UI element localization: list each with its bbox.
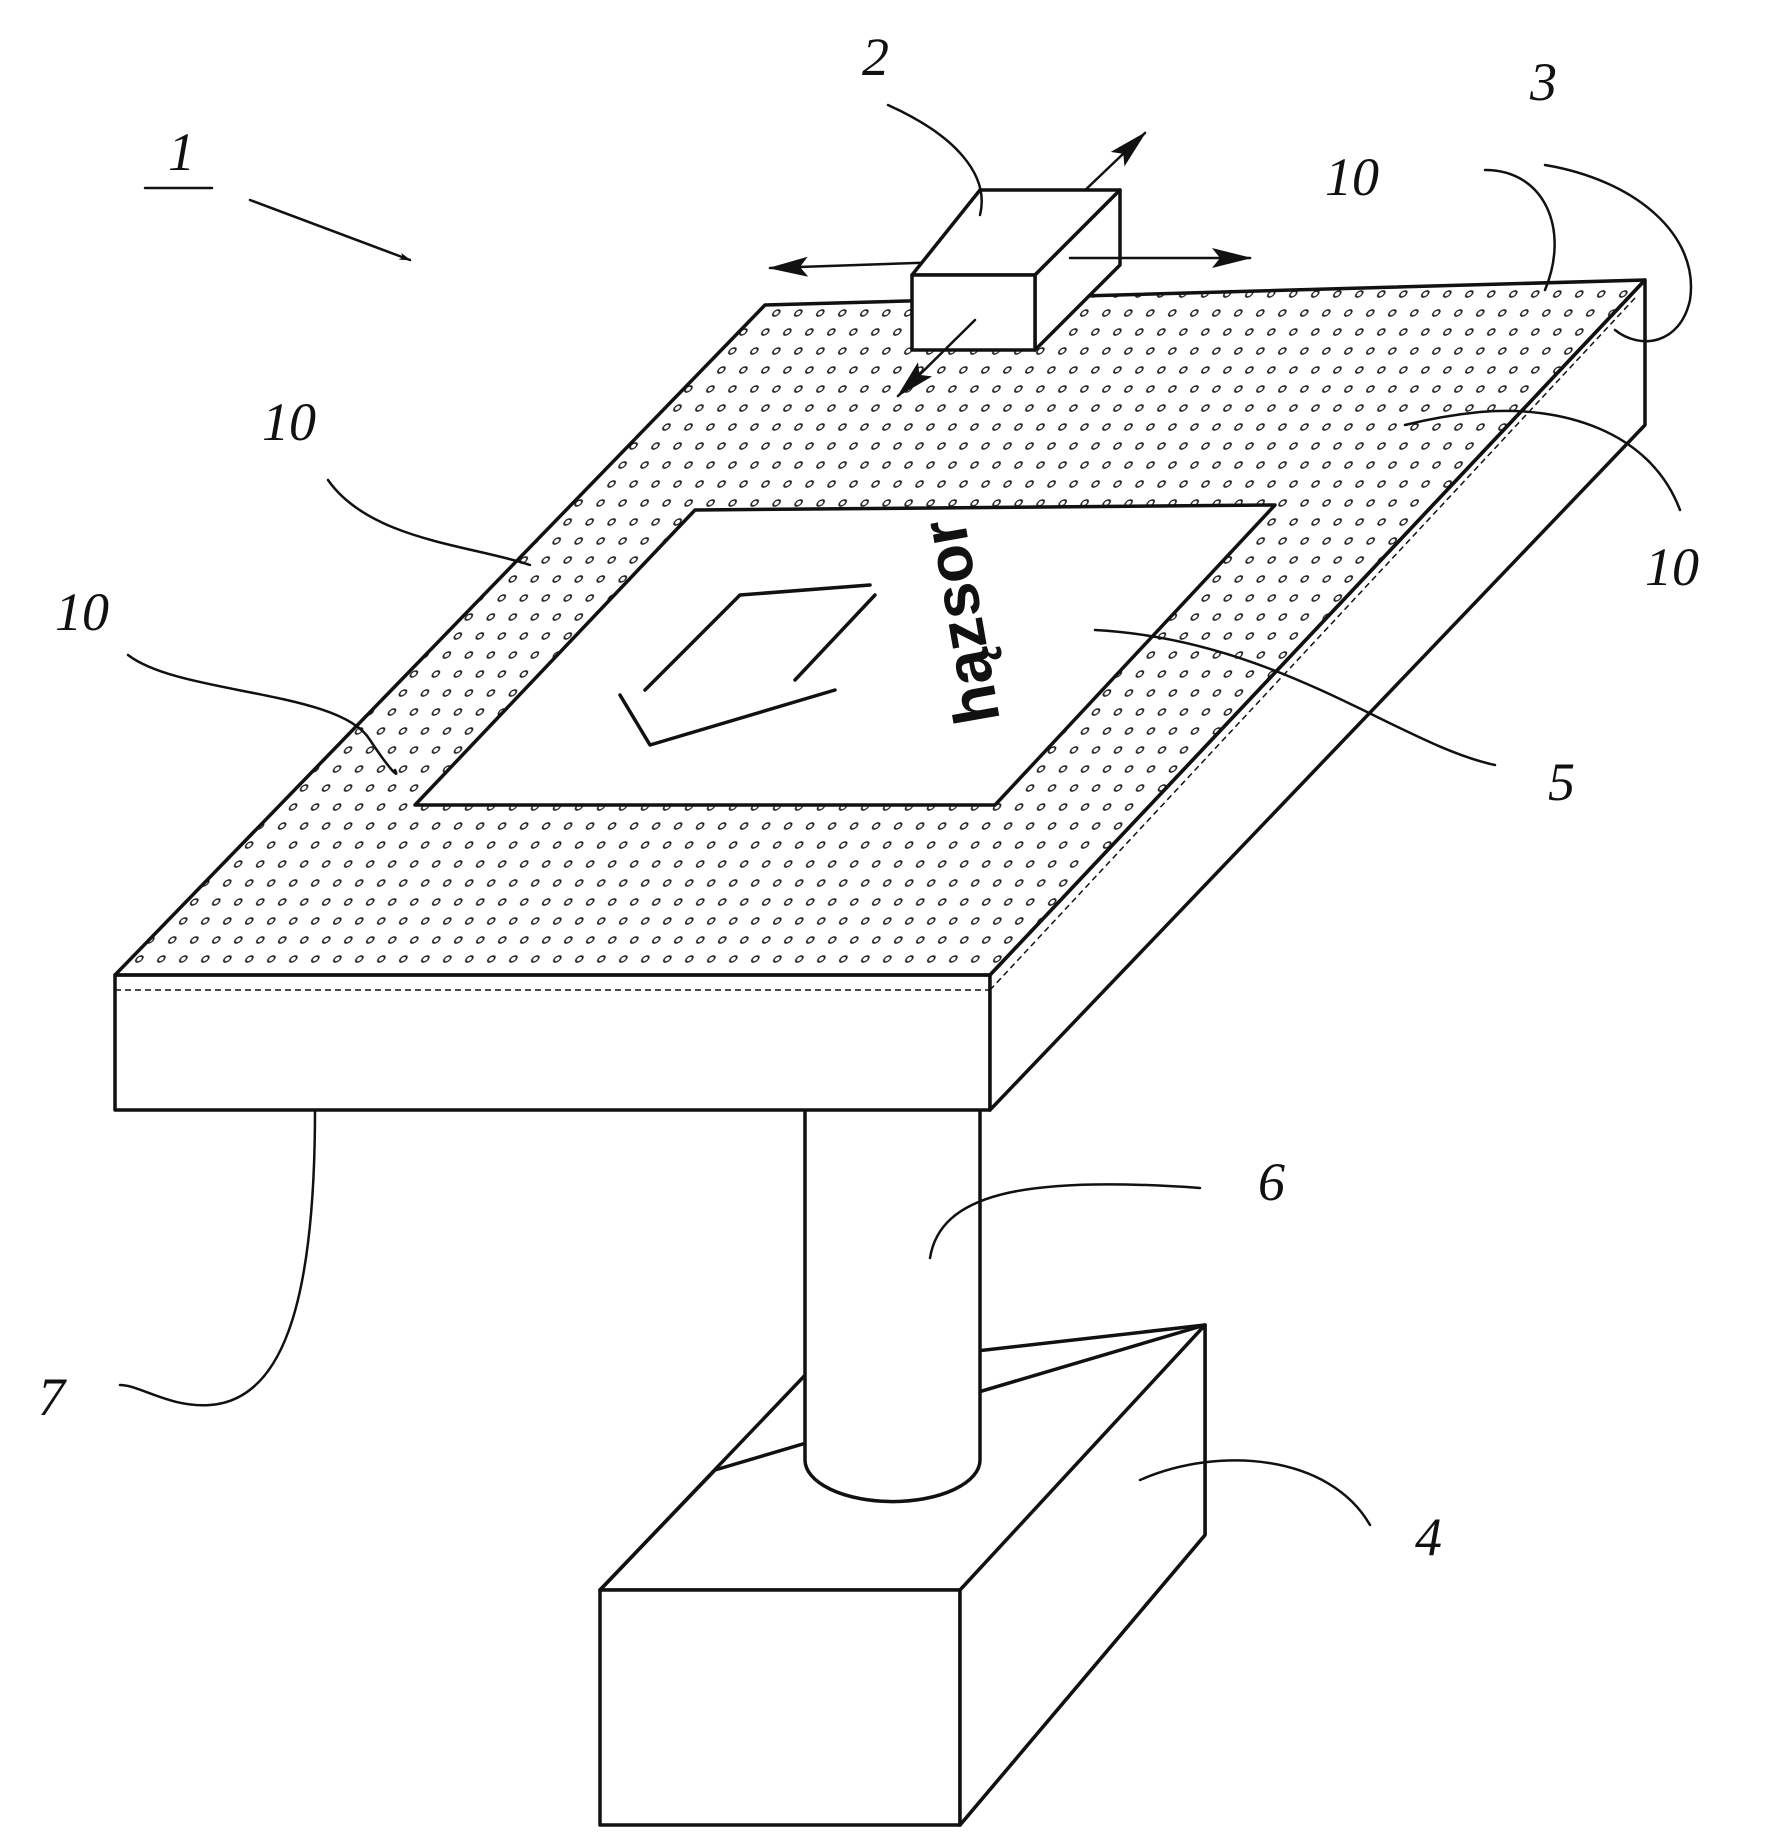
label-head: 2 (862, 27, 889, 87)
label-column: 6 (1258, 1152, 1285, 1212)
label-edge: 3 (1529, 52, 1557, 112)
label-holes-left: 10 (262, 392, 316, 452)
leader-device (250, 200, 410, 260)
label-table: 7 (38, 1367, 67, 1427)
column (805, 1095, 980, 1502)
label-holes-top: 10 (1325, 147, 1379, 207)
label-holes-left-lower: 10 (55, 582, 109, 642)
label-workpiece: 5 (1548, 752, 1575, 812)
label-base: 4 (1415, 1507, 1442, 1567)
label-device: 1 (168, 122, 195, 182)
label-holes-right: 10 (1645, 537, 1699, 597)
